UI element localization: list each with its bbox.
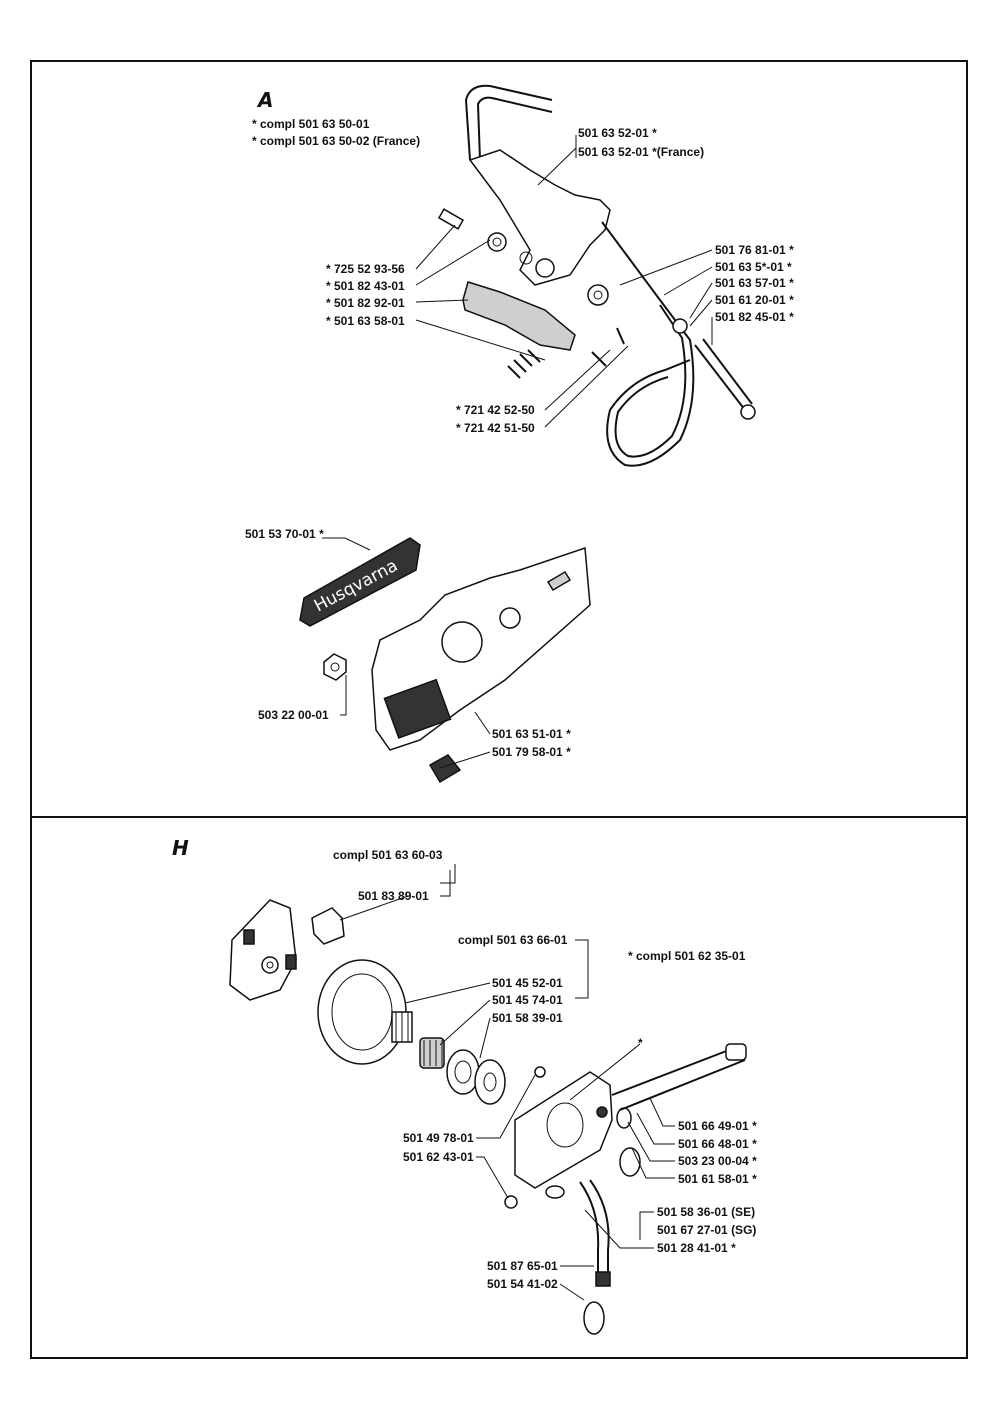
part-label: 501 28 41-01 * xyxy=(657,1241,736,1255)
leader-lines xyxy=(322,135,713,1301)
section-h-letter: H xyxy=(172,836,189,860)
part-label: 501 45 74-01 xyxy=(492,993,563,1007)
assembly-label: compl 501 63 66-01 xyxy=(458,933,568,947)
assembly-label: * compl 501 62 35-01 xyxy=(628,949,746,963)
part-label: 501 83 89-01 xyxy=(358,889,429,903)
part-label: 501 63 51-01 * xyxy=(492,727,571,741)
part-label: 501 63 5*-01 * xyxy=(715,260,792,274)
part-label: 501 61 20-01 * xyxy=(715,293,794,307)
part-label: 501 62 43-01 xyxy=(403,1150,474,1164)
part-label: 501 67 27-01 (SG) xyxy=(657,1223,757,1237)
part-label: 501 87 65-01 xyxy=(487,1259,558,1273)
chain-cover-drawing xyxy=(323,546,591,784)
section-a-letter: A xyxy=(258,88,274,112)
part-label: * 721 42 52-50 xyxy=(456,403,535,417)
part-label: * 725 52 93-56 xyxy=(326,262,405,276)
clutch-drawing xyxy=(229,899,345,1001)
clutch-drum-drawing xyxy=(317,959,413,1065)
brake-band-drawing xyxy=(606,299,756,467)
assembly-label: * compl 501 63 50-01 xyxy=(252,117,370,131)
assembly-label: compl 501 63 60-03 xyxy=(333,848,443,862)
part-label: * 721 42 51-50 xyxy=(456,421,535,435)
part-label: 501 53 70-01 * xyxy=(245,527,324,541)
brake-lever-drawing xyxy=(462,281,625,379)
part-label: 503 23 00-04 * xyxy=(678,1154,757,1168)
part-label: 501 63 57-01 * xyxy=(715,276,794,290)
part-label: 501 79 58-01 * xyxy=(492,745,571,759)
part-label: 503 22 00-01 xyxy=(258,708,329,722)
oil-pump-drawing xyxy=(504,1043,747,1335)
part-label: 501 61 58-01 * xyxy=(678,1172,757,1186)
part-label: 501 49 78-01 xyxy=(403,1131,474,1145)
part-label: 501 58 39-01 xyxy=(492,1011,563,1025)
part-label: * 501 82 92-01 xyxy=(326,296,405,310)
part-label: 501 54 41-02 xyxy=(487,1277,558,1291)
part-label: 501 82 45-01 * xyxy=(715,310,794,324)
part-label: * xyxy=(638,1036,643,1050)
part-label: * 501 82 43-01 xyxy=(326,279,405,293)
section-divider xyxy=(30,816,968,818)
page-frame xyxy=(30,60,968,1359)
handguard-drawing xyxy=(464,84,661,301)
assembly-label: * compl 501 63 50-02 (France) xyxy=(252,134,421,148)
part-label: 501 76 81-01 * xyxy=(715,243,794,257)
bearing-washer-drawing xyxy=(419,1037,506,1105)
decal-drawing: Husqvarna xyxy=(299,537,421,627)
part-label: 501 66 49-01 * xyxy=(678,1119,757,1133)
part-label: 501 58 36-01 (SE) xyxy=(657,1205,756,1219)
part-label: 501 63 52-01 *(France) xyxy=(578,145,705,159)
part-label: * 501 63 58-01 xyxy=(326,314,405,328)
part-label: 501 66 48-01 * xyxy=(678,1137,757,1151)
part-label: 501 45 52-01 xyxy=(492,976,563,990)
screw-drawing xyxy=(437,208,609,306)
part-label: 501 63 52-01 * xyxy=(578,126,657,140)
